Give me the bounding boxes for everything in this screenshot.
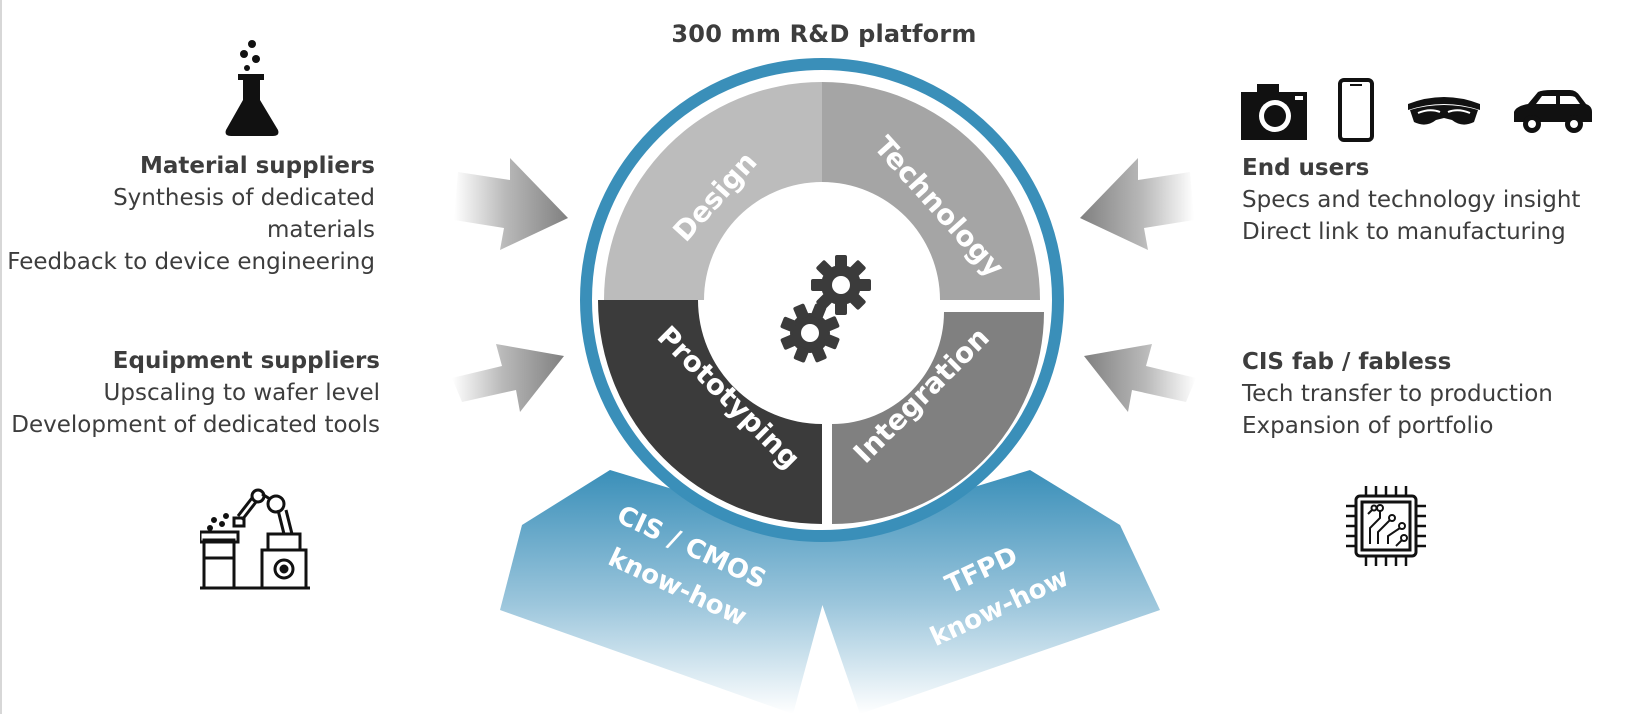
phone-icon [1338, 78, 1374, 142]
diagram-title: 300 mm R&D platform [671, 20, 977, 48]
end-users-arrow [1080, 158, 1194, 250]
material-suppliers-line-1: Synthesis of dedicated materials [113, 185, 375, 243]
flask-icon [225, 40, 279, 136]
vr-headset-icon [1408, 97, 1480, 125]
cis-fab-line-2: Expansion of portfolio [1242, 413, 1494, 439]
material-suppliers-line-2: Feedback to device engineering [7, 249, 375, 275]
equipment-suppliers-line-1: Upscaling to wafer level [103, 380, 380, 406]
equipment-suppliers-arrow [452, 344, 564, 412]
end-users-block: End users Specs and technology insight D… [1242, 152, 1580, 248]
gears-icon [780, 255, 871, 363]
car-icon [1514, 90, 1592, 133]
segment-prototyping [598, 300, 822, 524]
material-suppliers-arrow [454, 158, 568, 250]
equipment-suppliers-block: Equipment suppliers Upscaling to wafer l… [11, 345, 380, 441]
cis-fab-heading: CIS fab / fabless [1242, 349, 1452, 375]
cis-fab-line-1: Tech transfer to production [1242, 381, 1553, 407]
segment-design [604, 82, 822, 300]
cis-fab-block: CIS fab / fabless Tech transfer to produ… [1242, 346, 1553, 442]
segment-integration [832, 312, 1044, 524]
segments [598, 82, 1044, 524]
material-suppliers-block: Material suppliers Synthesis of dedicate… [0, 150, 375, 278]
end-users-line-1: Specs and technology insight [1242, 187, 1581, 213]
camera-icon [1241, 84, 1307, 140]
robot-arm-icon [200, 488, 310, 590]
material-suppliers-heading: Material suppliers [139, 153, 375, 179]
equipment-suppliers-line-2: Development of dedicated tools [11, 412, 380, 438]
segment-technology [822, 82, 1040, 300]
input-arrows [452, 158, 1196, 412]
cis-fab-arrow [1084, 344, 1196, 412]
equipment-suppliers-heading: Equipment suppliers [112, 348, 380, 374]
chip-icon [1346, 486, 1426, 566]
end-users-heading: End users [1242, 155, 1370, 181]
page-left-border [0, 0, 2, 714]
end-users-line-2: Direct link to manufacturing [1242, 219, 1566, 245]
